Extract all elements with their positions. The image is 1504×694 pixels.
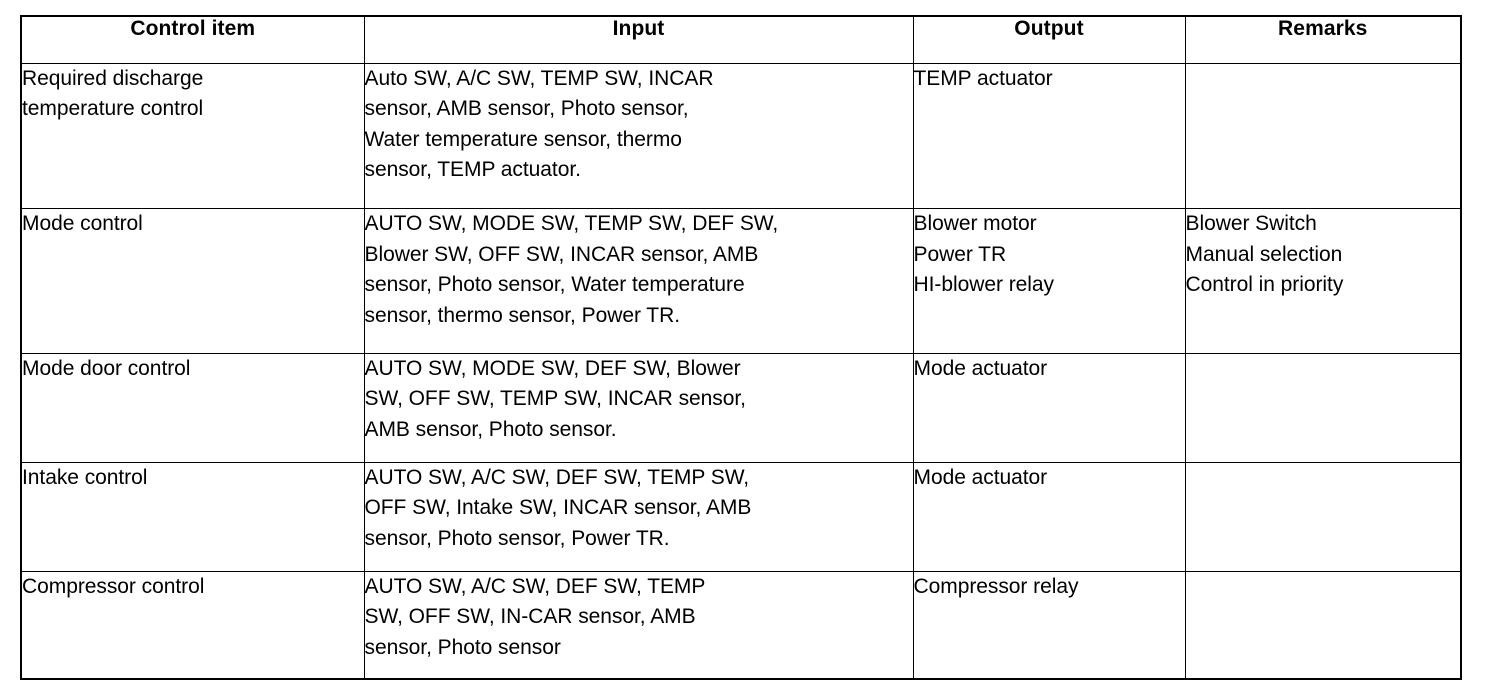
column-header-remarks: Remarks [1184,15,1462,64]
text-line: sensor, Photo sensor [364,635,561,659]
cell-control-item: Mode control [20,208,365,354]
cell-output: TEMP actuator [912,62,1186,210]
text-line: Manual selection [1185,242,1343,266]
text-line: AUTO SW, MODE SW, TEMP SW, DEF SW, [364,212,779,236]
table-row: Required discharge temperature control Au… [20,62,1462,210]
text-line: AUTO SW, MODE SW, DEF SW, Blower [364,356,741,380]
table-row: Mode door control AUTO SW, MODE SW, DEF … [20,352,1462,463]
table-row: Intake control AUTO SW, A/C SW, DEF SW, … [20,461,1462,572]
text-line: Blower Switch [1185,212,1317,236]
cell-control-item: Compressor control [20,570,365,680]
column-header-output: Output [912,15,1186,64]
table-row: Compressor control AUTO SW, A/C SW, DEF … [20,570,1462,680]
text-line: Intake control [22,465,148,489]
column-header-control-item: Control item [20,15,365,64]
text-line: Mode control [22,212,143,236]
cell-control-item: Required discharge temperature control [20,62,365,210]
table-row: Mode control AUTO SW, MODE SW, TEMP SW, … [20,208,1462,354]
text-line: Blower motor [913,212,1037,236]
table-body: Required discharge temperature control Au… [20,62,1462,680]
text-line: Compressor relay [913,574,1079,598]
table-header: Control item Input Output Remarks [20,15,1462,64]
cell-output: Mode actuator [912,352,1186,463]
cell-remarks [1184,570,1462,680]
cell-control-item: Mode door control [20,352,365,463]
text-line: TEMP actuator [913,67,1053,90]
text-line: OFF SW, Intake SW, INCAR sensor, AMB [364,496,752,520]
text-line: Mode door control [22,356,191,380]
text-line: Mode actuator [913,465,1048,489]
text-line: Blower SW, OFF SW, INCAR sensor, AMB [364,242,759,266]
text-line: Water temperature sensor, thermo [364,127,682,151]
text-line: sensor, Photo sensor, Water temperature [364,273,745,297]
text-line: Compressor control [22,574,205,598]
text-line: Auto SW, A/C SW, TEMP SW, INCAR [364,67,714,90]
cell-remarks [1184,352,1462,463]
cell-input: Auto SW, A/C SW, TEMP SW, INCAR sensor, A… [363,62,914,210]
text-line: Power TR [913,242,1007,266]
text-line: AUTO SW, A/C SW, DEF SW, TEMP [364,574,706,598]
header-row: Control item Input Output Remarks [20,15,1462,64]
cell-input: AUTO SW, MODE SW, TEMP SW, DEF SW, Blower… [363,208,914,354]
cell-output: Compressor relay [912,570,1186,680]
text-line: HI-blower relay [913,273,1055,297]
text-line: sensor, thermo sensor, Power TR. [364,303,681,327]
text-line: sensor, Photo sensor, Power TR. [364,526,670,550]
text-line: Control in priority [1185,273,1344,297]
column-header-input: Input [363,15,914,64]
cell-remarks [1184,461,1462,572]
text-line: Required discharge [22,67,204,90]
cell-input: AUTO SW, A/C SW, DEF SW, TEMP SW, OFF SW,… [363,570,914,680]
cell-control-item: Intake control [20,461,365,572]
text-line: AUTO SW, A/C SW, DEF SW, TEMP SW, [364,465,750,489]
control-specification-table: Control item Input Output Remarks Requir… [20,15,1462,680]
cell-input: AUTO SW, A/C SW, DEF SW, TEMP SW, OFF SW,… [363,461,914,572]
text-line: Mode actuator [913,356,1048,380]
text-line: SW, OFF SW, IN-CAR sensor, AMB [364,605,696,629]
text-line: sensor, AMB sensor, Photo sensor, [364,97,689,121]
cell-remarks [1184,62,1462,210]
cell-output: Mode actuator [912,461,1186,572]
text-line: temperature control [22,97,204,121]
text-line: AMB sensor, Photo sensor. [364,417,617,441]
text-line: sensor, TEMP actuator. [364,158,581,182]
text-line: SW, OFF SW, TEMP SW, INCAR sensor, [364,387,746,411]
